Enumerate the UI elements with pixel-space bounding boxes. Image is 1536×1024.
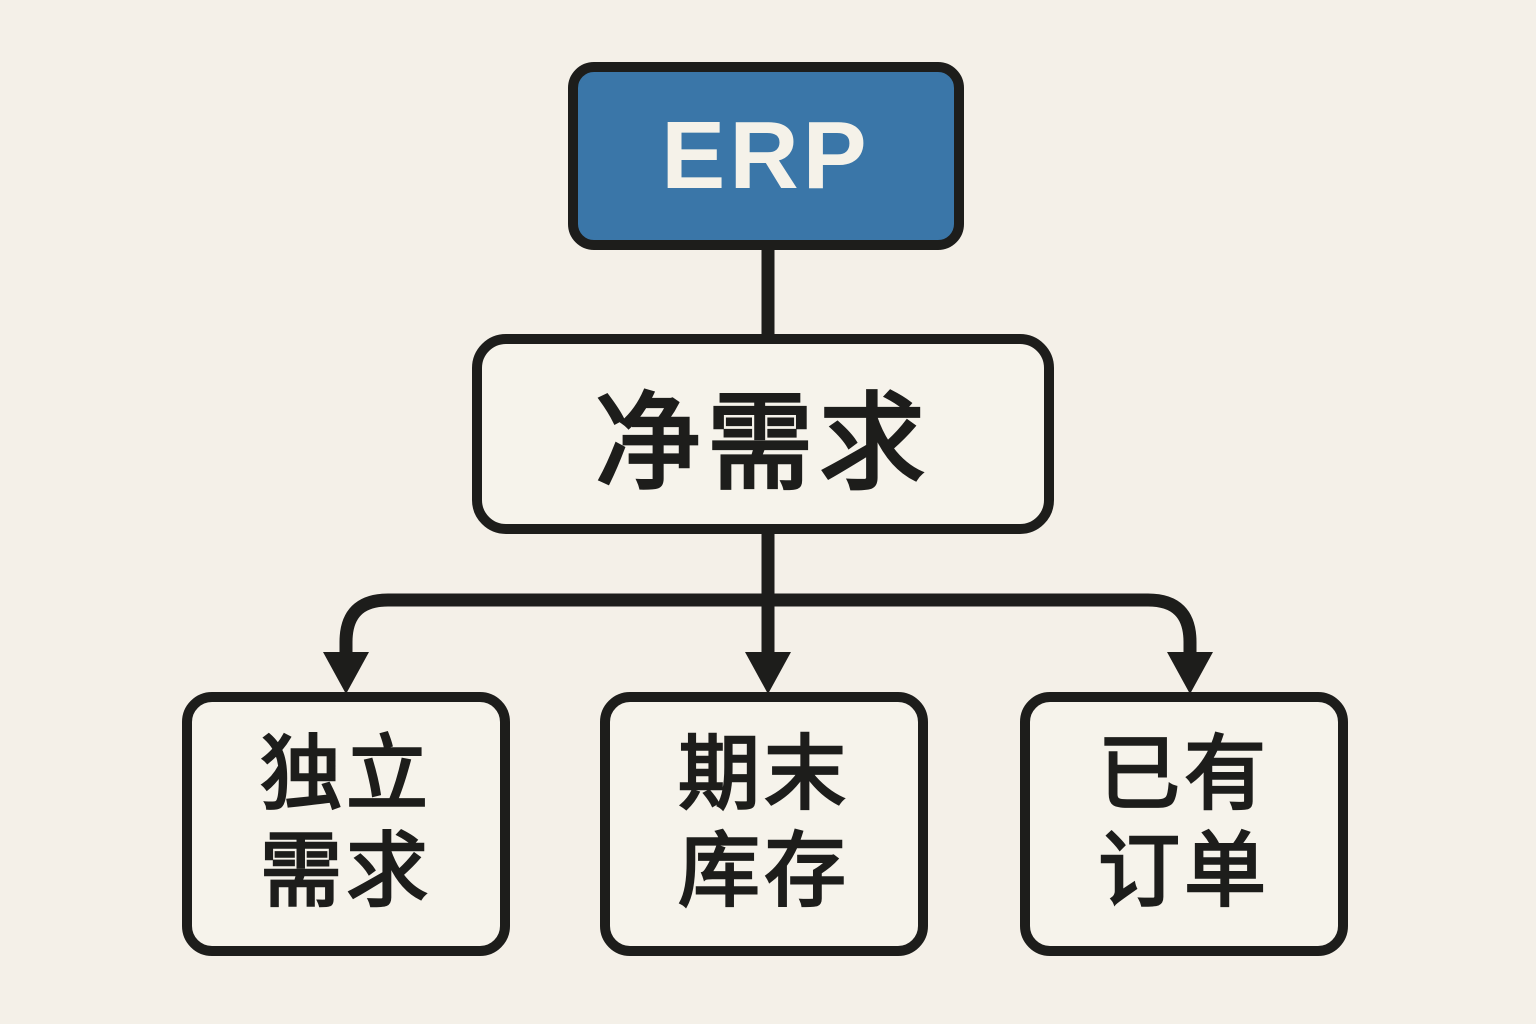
- node-independent-demand-label: 独立 需求: [259, 729, 432, 917]
- arrowhead-middle: [745, 652, 791, 694]
- node-ending-inventory: 期末 库存: [600, 692, 928, 956]
- edge-rail: [339, 593, 1197, 658]
- arrowhead-left: [323, 652, 369, 694]
- node-erp: ERP: [568, 62, 964, 250]
- node-ending-inventory-label: 期末 库存: [677, 729, 850, 917]
- node-erp-label: ERP: [661, 102, 871, 209]
- node-existing-orders: 已有 订单: [1020, 692, 1348, 956]
- node-independent-demand: 独立 需求: [182, 692, 510, 956]
- node-existing-orders-label: 已有 订单: [1097, 729, 1270, 917]
- arrowhead-right: [1167, 652, 1213, 694]
- node-net-requirement: 净需求: [472, 334, 1054, 534]
- node-net-requirement-label: 净需求: [595, 385, 931, 503]
